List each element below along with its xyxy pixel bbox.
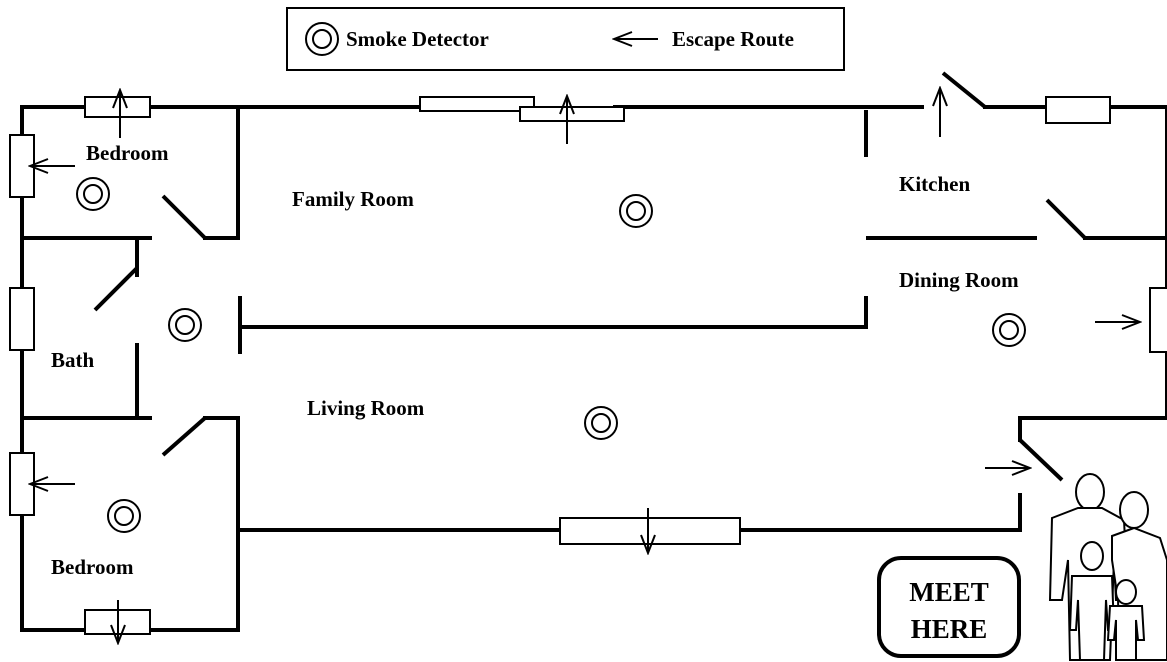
door-bottom-bedroom — [161, 416, 207, 457]
smoke-detector-icon — [584, 406, 618, 440]
meeting-point-line2: HERE — [911, 614, 988, 644]
windows — [9, 96, 1167, 635]
smoke-detectors — [76, 177, 1026, 533]
room-label-bedroom-bottom: Bedroom — [51, 555, 134, 579]
legend: Smoke Detector Escape Route — [286, 7, 845, 71]
legend-smoke-detector-icon — [305, 22, 339, 56]
window-dining — [1149, 287, 1167, 353]
window-bath — [9, 287, 35, 351]
walls — [20, 105, 1167, 632]
escape-routes — [30, 88, 1140, 643]
legend-box — [286, 7, 845, 71]
window-living — [559, 517, 741, 545]
smoke-detector-icon — [992, 313, 1026, 347]
room-label-kitchen: Kitchen — [899, 172, 970, 196]
legend-escape-route-label: Escape Route — [672, 27, 794, 51]
room-label-bedroom-top: Bedroom — [86, 141, 169, 165]
legend-smoke-detector-label: Smoke Detector — [346, 27, 489, 51]
family-icon — [1048, 473, 1167, 661]
door-bath — [93, 266, 139, 312]
room-label-dining-room: Dining Room — [899, 268, 1019, 292]
doors — [93, 71, 1087, 482]
meeting-point-sign: MEET HERE — [877, 556, 1021, 658]
door-top-bedroom — [161, 194, 207, 240]
room-label-family-room: Family Room — [292, 187, 414, 211]
door-kitchen — [941, 71, 987, 109]
window-family-2 — [519, 106, 625, 122]
meeting-point-line1: MEET — [909, 577, 989, 607]
smoke-detector-icon — [619, 194, 653, 228]
smoke-detector-icon — [168, 308, 202, 342]
smoke-detector-icon — [76, 177, 110, 211]
smoke-detector-icon — [107, 499, 141, 533]
room-label-bath: Bath — [51, 348, 95, 372]
window-top-bedroom — [84, 96, 151, 118]
window-kitchen — [1045, 96, 1111, 124]
room-label-living-room: Living Room — [307, 396, 425, 420]
door-back — [1018, 438, 1064, 482]
window-family-1 — [419, 96, 535, 112]
door-dining — [1045, 198, 1087, 240]
